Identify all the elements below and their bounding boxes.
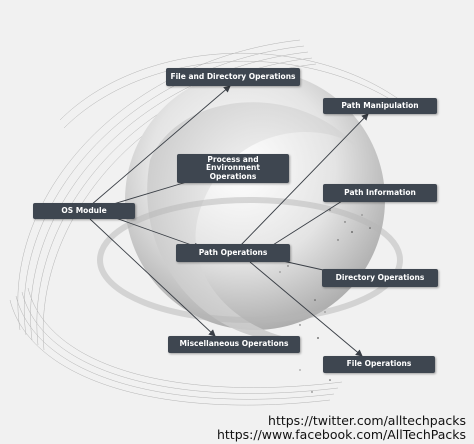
edge-os-to-file-dir [83,85,231,212]
facebook-link[interactable]: https://www.facebook.com/AllTechPacks [216,427,466,442]
node-miscellaneous-operations: Miscellaneous Operations [168,336,300,353]
edge-path-to-info [264,195,351,251]
node-os-module: OS Module [33,203,135,219]
swirl-lines [9,39,405,406]
edge-path-to-manip [239,113,369,247]
edge-path-to-file [249,261,363,357]
node-directory-operations: Directory Operations [322,269,438,287]
node-process-environment-operations: Process and Environment Operations [177,154,289,183]
node-path-information: Path Information [323,184,437,202]
node-path-operations: Path Operations [176,244,290,262]
node-file-directory-operations: File and Directory Operations [166,68,300,86]
dot-spray [279,209,371,393]
edge-os-to-path-ops [109,215,201,250]
edge-os-to-misc [89,218,216,337]
band-shape [97,197,403,323]
node-path-manipulation: Path Manipulation [323,98,437,114]
twitter-link[interactable]: https://twitter.com/alltechpacks [268,413,466,428]
node-file-operations: File Operations [323,356,435,373]
